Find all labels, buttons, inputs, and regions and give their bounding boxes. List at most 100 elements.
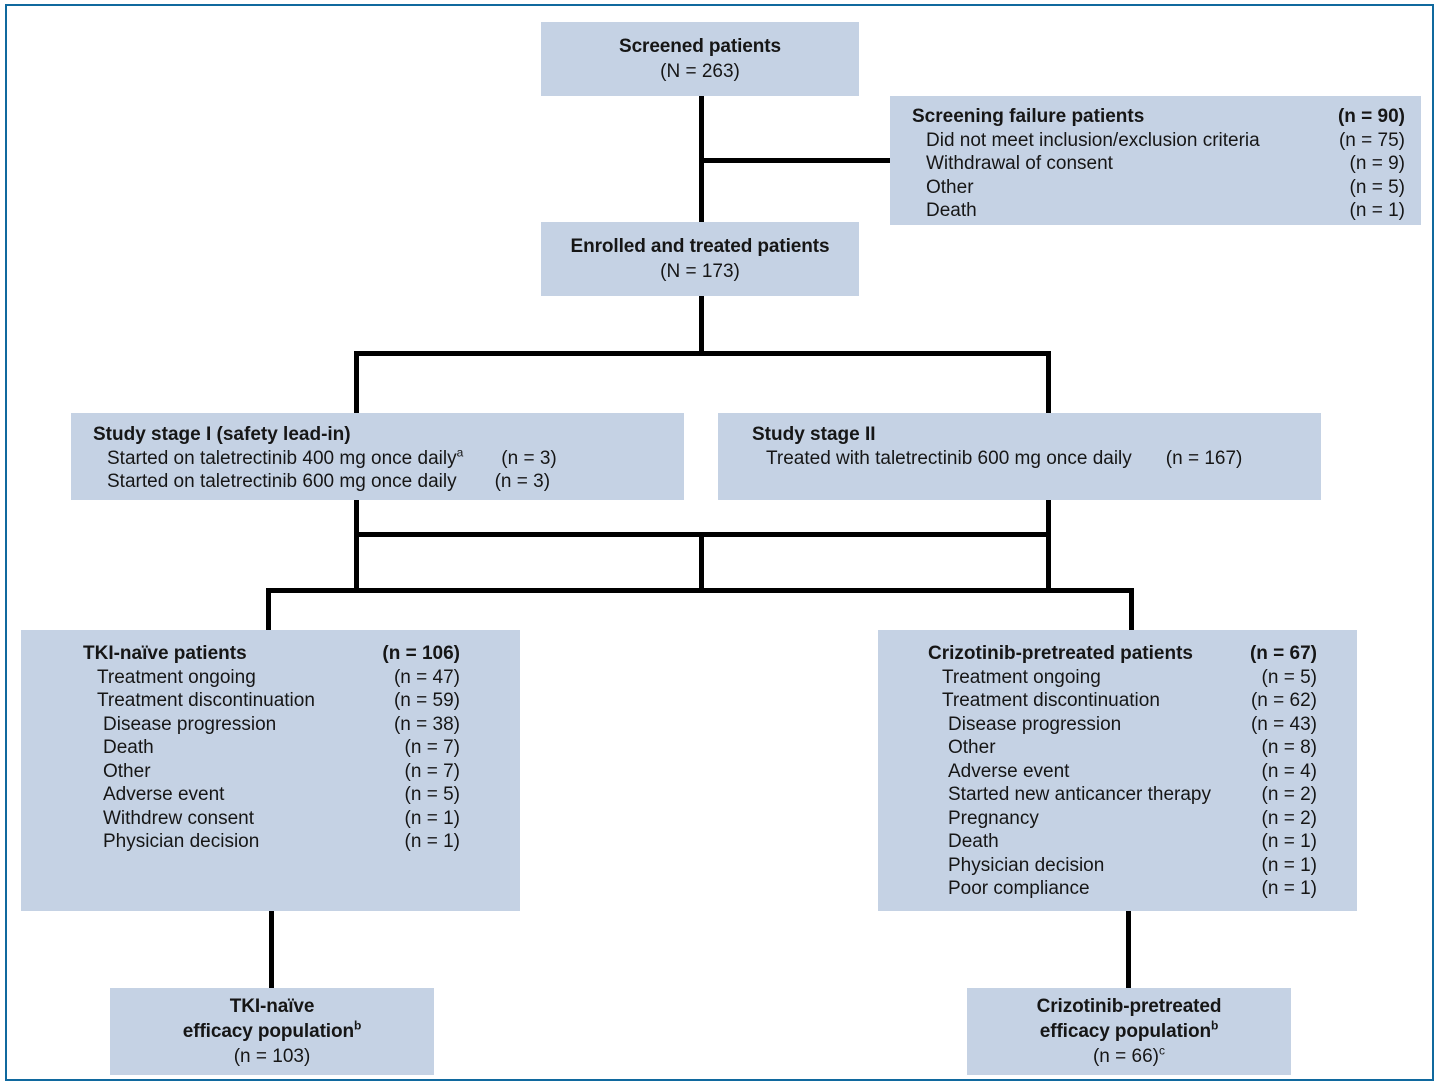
footnote-marker-b: b — [354, 1018, 362, 1033]
row-label: Other — [926, 176, 974, 198]
table-row: Crizotinib-pretreated patients (n = 67) — [928, 642, 1317, 666]
row-value: (n = 3) — [494, 471, 551, 492]
row-label: Treated with taletrectinib 600 mg once d… — [766, 447, 1132, 469]
connector-stage-split-bar — [354, 351, 1051, 356]
connector-stage2-down — [1046, 351, 1051, 413]
footnote-marker-c: c — [1159, 1043, 1165, 1058]
row-value: (n = 7) — [404, 760, 460, 782]
row-value: (n = 167) — [1165, 447, 1243, 469]
table-row: Screening failure patients (n = 90) — [912, 105, 1405, 129]
table-row: Physician decision (n = 1) — [928, 854, 1317, 878]
row-label: Did not meet inclusion/exclusion criteri… — [926, 129, 1260, 151]
connector-stage2-up-merge — [1046, 500, 1051, 592]
connector-crizotinib-efficacy-down — [1126, 911, 1131, 991]
row-label: Other — [948, 737, 996, 758]
box-study-stage-two: Study stage II Treated with taletrectini… — [718, 413, 1321, 500]
connector-tki-naive-down — [266, 588, 271, 630]
table-row: Other (n = 5) — [912, 176, 1405, 200]
footnote-marker-b: b — [1211, 1018, 1219, 1033]
box-screening-failure: Screening failure patients (n = 90) Did … — [890, 96, 1421, 225]
row-label: Withdrew consent — [103, 807, 255, 829]
connector-stage1-down — [354, 351, 359, 413]
table-row: Other (n = 7) — [83, 760, 460, 784]
table-row: Other (n = 8) — [928, 736, 1317, 760]
row-label: Crizotinib-pretreated patients — [928, 643, 1193, 664]
row-value: (n = 75) — [1338, 129, 1405, 151]
connector-stage1-up-merge — [354, 500, 359, 592]
row-label: Treatment ongoing — [97, 666, 256, 688]
row-label: Other — [103, 760, 151, 782]
row-value: (n = 2) — [1261, 784, 1317, 805]
connector-merge-down — [699, 532, 704, 592]
row-value: (n = 9) — [1349, 153, 1405, 174]
row-label: Adverse event — [948, 760, 1070, 782]
crizotinib-efficacy-count: (n = 66)c — [1092, 1043, 1165, 1067]
table-row: Death (n = 1) — [912, 199, 1405, 223]
crizotinib-efficacy-line2: efficacy populationb — [1039, 1018, 1219, 1042]
table-row: Poor compliance (n = 1) — [928, 877, 1317, 901]
footnote-marker-a: a — [456, 445, 464, 460]
row-value: (n = 59) — [393, 690, 460, 711]
row-value: (n = 8) — [1261, 737, 1317, 758]
table-row: Treatment ongoing (n = 5) — [928, 666, 1317, 690]
row-label: Withdrawal of consent — [926, 153, 1113, 174]
row-value: (n = 5) — [404, 784, 460, 805]
row-value: (n = 4) — [1261, 760, 1317, 782]
connector-enrolled-down — [699, 296, 704, 356]
table-row: Treatment discontinuation (n = 59) — [83, 689, 460, 713]
row-label: Started new anticancer therapy — [948, 784, 1211, 805]
row-value: (n = 62) — [1250, 690, 1317, 711]
row-value: (n = 1) — [404, 831, 460, 852]
stage1-title-row: Study stage I (safety lead-in) — [93, 423, 668, 447]
stage1-title: Study stage I (safety lead-in) — [93, 424, 351, 445]
row-label: Screening failure patients — [912, 106, 1145, 127]
box-study-stage-one: Study stage I (safety lead-in) Started o… — [71, 413, 684, 500]
table-row: TKI-naïve patients (n = 106) — [83, 642, 460, 666]
row-value: (n = 1) — [1349, 200, 1405, 221]
row-value: (n = 2) — [1261, 807, 1317, 829]
box-enrolled-treated-patients: Enrolled and treated patients (N = 173) — [541, 222, 859, 296]
row-value: (n = 1) — [1261, 831, 1317, 852]
enrolled-title: Enrolled and treated patients — [570, 236, 830, 257]
row-label: Treatment discontinuation — [942, 690, 1160, 711]
row-label: Disease progression — [948, 713, 1122, 735]
row-label: Disease progression — [103, 713, 277, 735]
crizotinib-efficacy-line1: Crizotinib-pretreated — [1036, 996, 1222, 1017]
row-label: Death — [926, 200, 977, 221]
connector-crizotinib-down — [1129, 588, 1134, 630]
row-value: (n = 1) — [1261, 854, 1317, 876]
table-row: Adverse event (n = 4) — [928, 760, 1317, 784]
table-row: Withdrawal of consent (n = 9) — [912, 152, 1405, 176]
row-value: (n = 1) — [404, 807, 460, 829]
row-label: Started on taletrectinib 400 mg once dai… — [107, 445, 464, 469]
table-row: Adverse event (n = 5) — [83, 783, 460, 807]
table-row: Started on taletrectinib 600 mg once dai… — [93, 470, 668, 494]
table-row: Disease progression (n = 43) — [928, 713, 1317, 737]
row-value: (n = 1) — [1261, 878, 1317, 899]
table-row: Treated with taletrectinib 600 mg once d… — [752, 447, 1305, 471]
row-label: Death — [948, 831, 999, 852]
table-row: Death (n = 1) — [928, 830, 1317, 854]
row-label: Treatment discontinuation — [97, 690, 315, 711]
row-value: (n = 106) — [382, 643, 460, 664]
row-value: (n = 47) — [393, 666, 460, 688]
row-label: TKI-naïve patients — [83, 643, 247, 664]
row-value: (n = 43) — [1250, 713, 1317, 735]
table-row: Physician decision (n = 1) — [83, 830, 460, 854]
table-row: Started on taletrectinib 400 mg once dai… — [93, 445, 668, 471]
connector-to-screening-failure — [699, 158, 891, 163]
row-label: Physician decision — [103, 831, 260, 852]
row-value: (n = 5) — [1261, 666, 1317, 688]
box-tki-naive-patients: TKI-naïve patients (n = 106) Treatment o… — [21, 630, 520, 911]
stage2-title-row: Study stage II — [752, 423, 1305, 447]
row-label: Death — [103, 737, 154, 758]
table-row: Treatment ongoing (n = 47) — [83, 666, 460, 690]
tki-naive-efficacy-line1: TKI-naïve — [229, 996, 315, 1017]
row-value: (n = 7) — [404, 737, 460, 758]
box-crizotinib-pretreated-patients: Crizotinib-pretreated patients (n = 67) … — [878, 630, 1357, 911]
table-row: Treatment discontinuation (n = 62) — [928, 689, 1317, 713]
box-tki-naive-efficacy-population: TKI-naïve efficacy populationb (n = 103) — [110, 988, 434, 1075]
screened-count: (N = 263) — [660, 61, 740, 82]
box-crizotinib-efficacy-population: Crizotinib-pretreated efficacy populatio… — [967, 988, 1291, 1075]
